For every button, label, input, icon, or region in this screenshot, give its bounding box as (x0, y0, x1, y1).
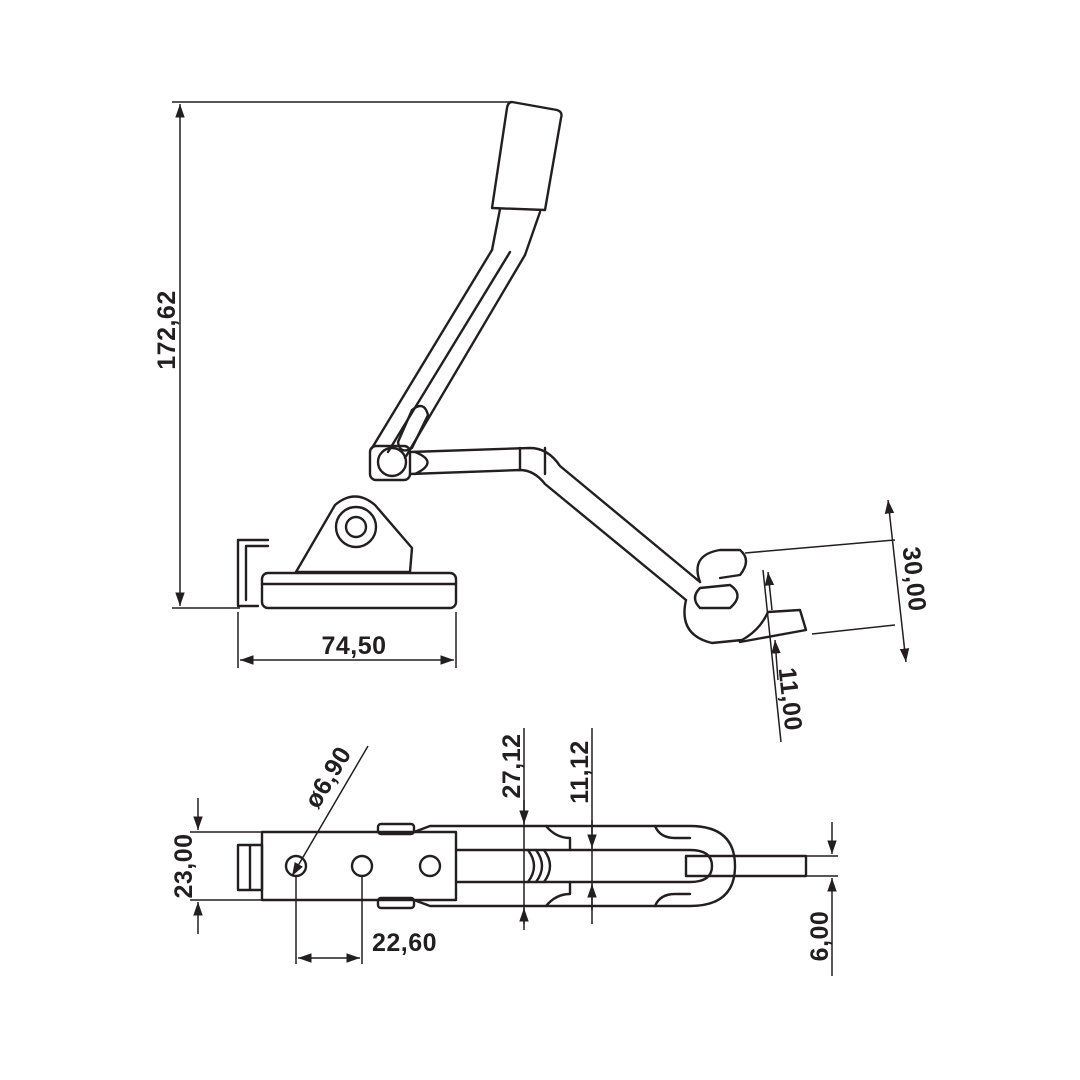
top-lever-body (412, 824, 737, 908)
link-joint (413, 446, 547, 476)
dim-hook-tip: 11,00 (773, 666, 808, 732)
handle-grip (490, 100, 563, 212)
top-base-plate (260, 830, 458, 902)
handle-neck (490, 207, 542, 257)
top-hook-bar (684, 854, 808, 878)
top-base-catch (236, 843, 264, 892)
dim-base-width: 23,00 (170, 833, 198, 898)
dim-base-length: 74,50 (321, 632, 386, 660)
hook-loop (683, 548, 808, 645)
link-arm (408, 446, 702, 602)
top-dimensions: 23,00 22,60 ø6,90 27,12 11,12 6,00 (170, 728, 838, 976)
lever-pivot-pin (376, 446, 408, 478)
base-plate (260, 571, 458, 610)
side-dimensions: 172,62 74,50 30,00 11,00 (153, 101, 932, 743)
lever-pivot-block (368, 444, 412, 482)
dim-11: 11,12 (566, 740, 594, 804)
dim-27: 27,12 (498, 733, 526, 798)
dim-overall-height: 172,62 (153, 290, 181, 369)
dim-hole-spacing: 22,60 (372, 929, 437, 957)
top-pivot-ear-upper (376, 822, 416, 836)
base-catch (236, 538, 270, 608)
top-lever-inner (454, 848, 714, 884)
base-bracket (294, 495, 414, 574)
hook-inner (693, 583, 739, 610)
side-view (236, 100, 808, 645)
dim-hook-opening: 30,00 (897, 545, 932, 613)
dim-hole-diameter: ø6,90 (299, 742, 357, 813)
dim-bar-thickness: 6,00 (806, 911, 834, 962)
mounting-hole-2 (350, 854, 374, 878)
base-pivot-pin (334, 505, 378, 549)
top-view (236, 822, 808, 910)
top-lever-grooves (526, 824, 692, 908)
top-pivot-ear-lower (376, 896, 416, 910)
mounting-hole-1 (284, 854, 308, 878)
lever-shaft (370, 248, 527, 460)
base-pivot-hole (344, 515, 368, 539)
mounting-hole-3 (418, 854, 442, 878)
